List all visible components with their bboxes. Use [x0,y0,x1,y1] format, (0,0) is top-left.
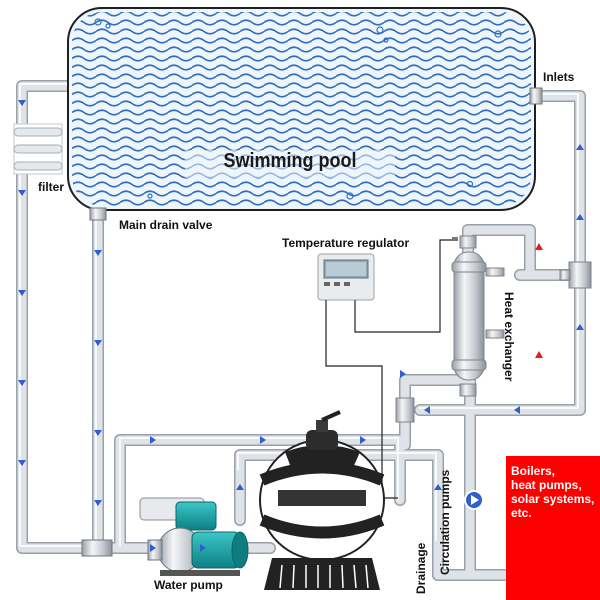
hot-water-arrows [535,243,543,358]
temp-regulator-label: Temperature regulator [282,236,410,250]
water-pump-label: Water pump [154,578,223,592]
tee-fitting [395,397,415,423]
pump-inlet-union [81,539,113,557]
water-pump [139,497,249,576]
main-drain-label: Main drain valve [119,218,213,232]
circulation-pump [464,490,484,510]
temperature-regulator [317,253,375,301]
heat-exchanger-label: Heat exchanger [502,292,516,382]
heat-source-box [506,456,600,600]
heat-source-label: Boilers, heat pumps, solar systems, etc. [511,464,595,520]
control-wiring [325,237,458,499]
pool-label: Swimming pool [223,150,357,172]
sand-filter [259,410,385,590]
flow-arrows [18,100,584,552]
circulation-pumps-label: Circulation pumps [438,469,452,575]
inlet-fitting [529,87,543,105]
bypass-valve [559,261,592,289]
main-drain-valve [89,207,107,221]
heat-exchanger [451,235,505,397]
drainage-label: Drainage [414,542,428,594]
inlets-label: Inlets [543,70,575,84]
filter-label: filter [38,180,65,194]
swimming-pool [67,7,536,211]
cartridge-filter [13,123,63,175]
